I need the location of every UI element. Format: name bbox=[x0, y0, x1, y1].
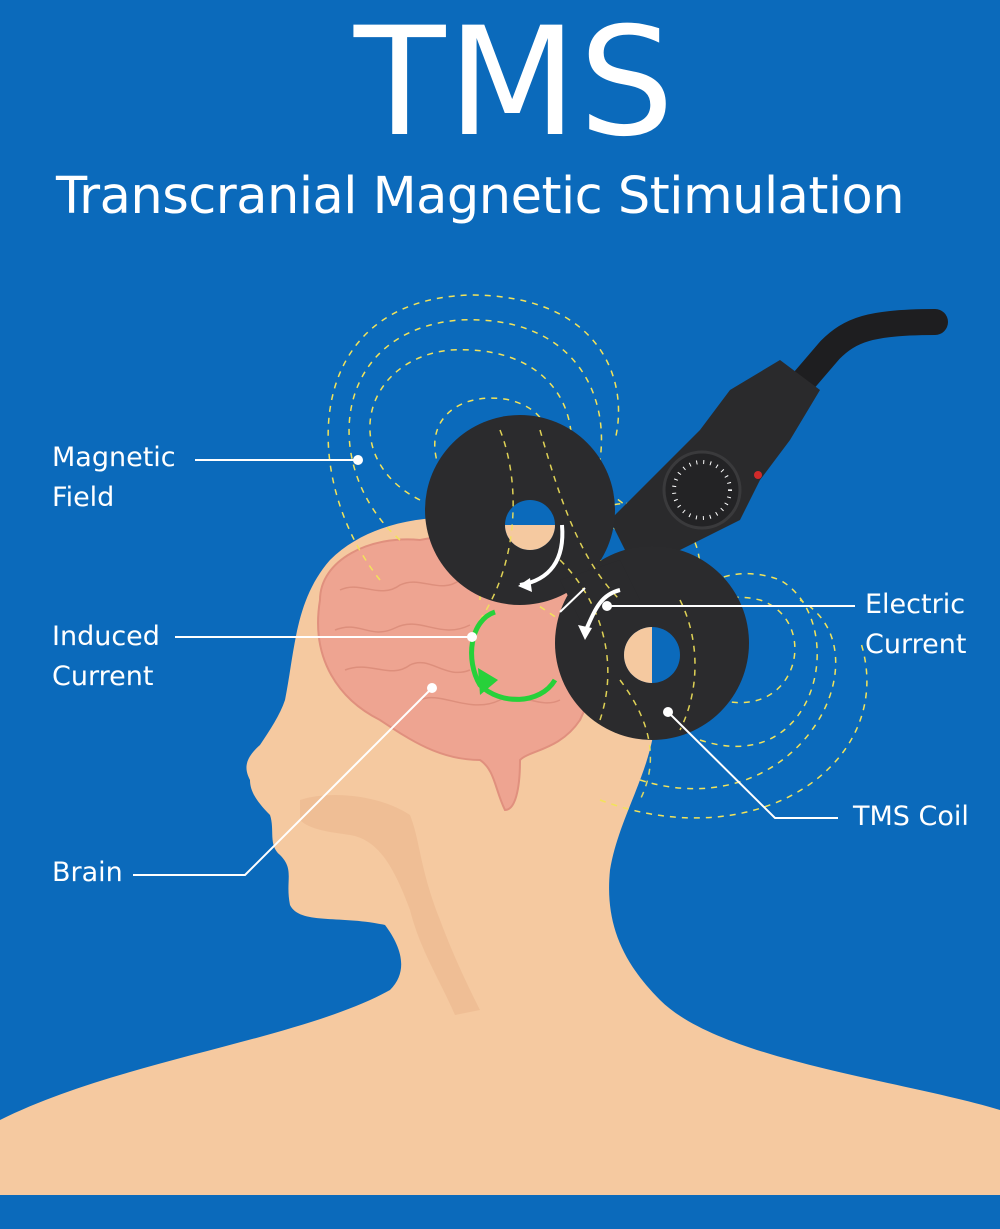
brain-leader bbox=[133, 687, 433, 876]
induced-current-loop bbox=[469, 609, 558, 702]
label-line: Magnetic bbox=[52, 442, 176, 473]
coil-cable bbox=[757, 309, 948, 433]
label-line: Electric bbox=[865, 589, 966, 620]
page-subtitle: Transcranial Magnetic Stimulation bbox=[56, 167, 905, 226]
page-title: TMS bbox=[353, 0, 677, 170]
airway-shading bbox=[300, 795, 480, 1015]
indicator-light bbox=[754, 471, 762, 479]
head-silhouette bbox=[0, 517, 1000, 1195]
label-line: Current bbox=[865, 629, 967, 660]
label-induced-current: Induced Current bbox=[52, 617, 160, 697]
label-line: Current bbox=[52, 661, 154, 692]
label-magnetic-field: Magnetic Field bbox=[52, 438, 176, 518]
tms-coil-leader bbox=[667, 711, 838, 819]
label-line: Induced bbox=[52, 621, 160, 652]
label-line: Field bbox=[52, 482, 115, 513]
label-tms-coil: TMS Coil bbox=[853, 801, 969, 832]
label-electric-current: Electric Current bbox=[865, 585, 966, 665]
label-brain: Brain bbox=[52, 857, 123, 888]
